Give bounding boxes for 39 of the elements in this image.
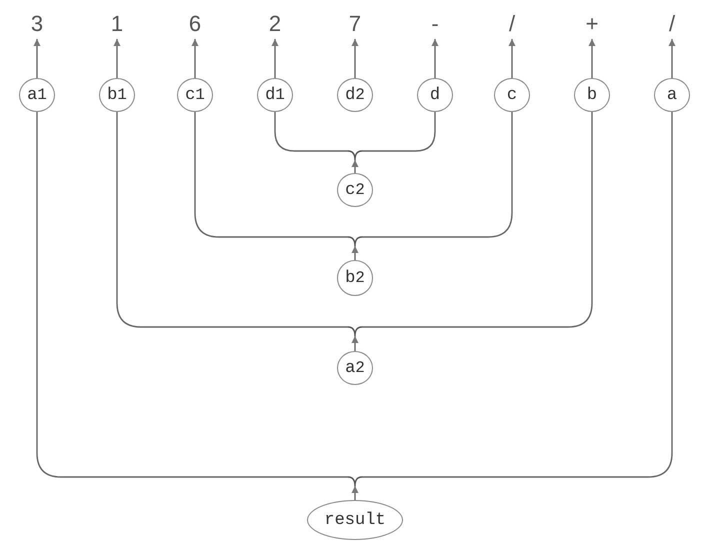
operator-symbol: 3 xyxy=(24,9,50,39)
arrow xyxy=(508,39,516,78)
arrow xyxy=(352,160,358,173)
variable-circle: c xyxy=(494,78,530,112)
brace-line xyxy=(362,112,673,478)
arrow xyxy=(352,336,358,351)
brace-tip xyxy=(348,476,362,486)
variable-circle: a xyxy=(654,78,690,112)
brace-line xyxy=(194,112,348,238)
brace-tip xyxy=(348,236,362,246)
operator-symbol: / xyxy=(659,9,685,39)
arrow xyxy=(192,39,198,78)
arrow xyxy=(34,39,40,78)
arrow xyxy=(352,486,358,500)
arrow xyxy=(588,39,596,78)
operator-symbol: 6 xyxy=(182,9,208,39)
brace-line xyxy=(116,112,348,328)
operator-symbol: 1 xyxy=(104,9,130,39)
arrow xyxy=(668,39,676,78)
brace-line xyxy=(362,112,593,328)
arrow xyxy=(114,39,120,78)
brace-tip xyxy=(348,150,362,160)
brace-tip xyxy=(348,326,362,336)
brace-line xyxy=(362,112,513,238)
operator-symbol: 7 xyxy=(342,9,368,39)
variable-circle: b xyxy=(574,78,610,112)
variable-circle: result xyxy=(307,500,403,540)
operator-symbol: 2 xyxy=(262,9,288,39)
arrow xyxy=(272,39,278,78)
operator-symbol: + xyxy=(579,9,605,39)
variable-circle: d xyxy=(417,78,453,112)
brace-line xyxy=(362,112,436,152)
arrow xyxy=(352,39,358,78)
operator-symbol: - xyxy=(422,9,448,39)
arrow xyxy=(432,39,438,78)
brace-line xyxy=(274,112,348,152)
brace-line xyxy=(36,112,348,478)
operator-symbol: / xyxy=(499,9,525,39)
arrow xyxy=(352,246,358,260)
